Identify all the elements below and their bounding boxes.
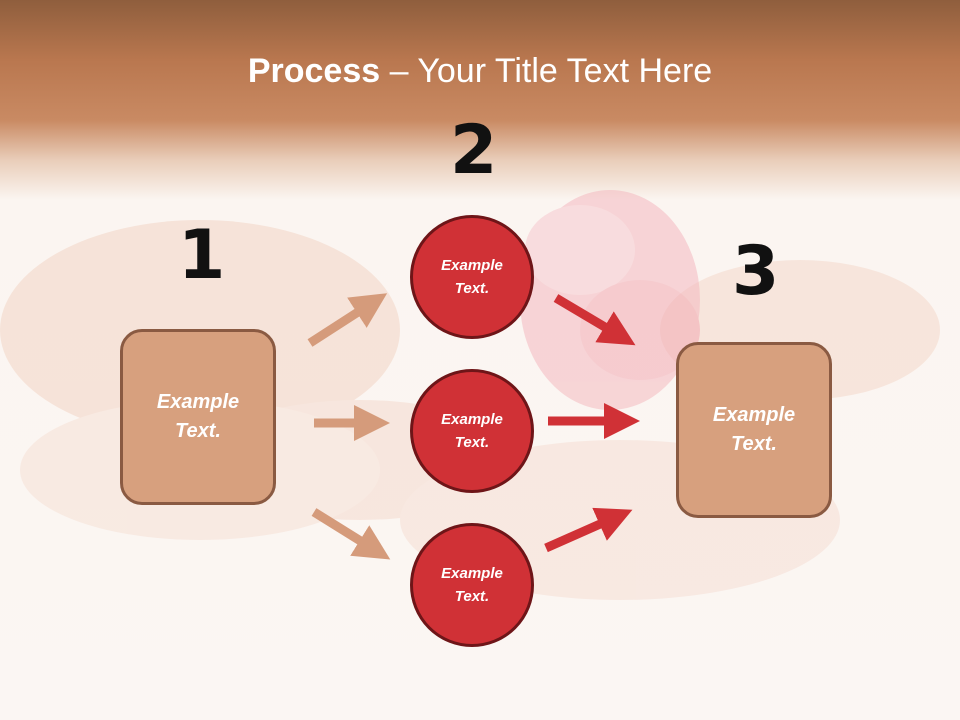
title-bold: Process [247,52,381,90]
step-number-2: 2 [450,111,498,190]
step-3-box: Example Text. [676,342,832,518]
circle-bottom: Example Text. [410,523,534,647]
circle-middle: Example Text. [410,369,534,493]
step-number-1: 1 [178,216,226,295]
circle-top: Example Text. [410,215,534,339]
slide-title: Process – Your Title Text Here [0,52,960,91]
step-number-3: 3 [732,232,780,311]
step-1-box: Example Text. [120,329,276,505]
arrow-circle-top-to-box3 [553,294,636,346]
title-rest: – Your Title Text Here [380,52,713,90]
arrow-box1-to-circle-bottom [311,508,391,560]
arrow-circle-bottom-to-box3 [544,507,633,553]
arrow-box1-to-circle-top [307,293,388,347]
